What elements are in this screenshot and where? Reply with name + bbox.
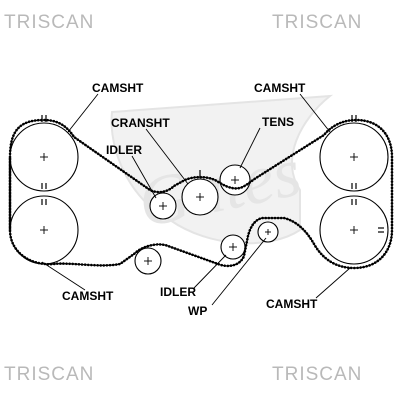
pulley-idler-lower [134,247,162,275]
watermark-bottom-right: TRISCAN [272,364,363,385]
leader-idler-upper [131,155,157,199]
leader-cransht [145,128,189,185]
leader-idler-lower [193,254,227,289]
pulley-idler-upper [149,192,177,220]
label-camsht-top-right: CAMSHT [254,81,306,95]
pulley-tensioner [219,164,251,196]
watermark-top-right: TRISCAN [272,12,363,33]
leader-camsht-top-right [299,93,331,133]
label-wp: WP [188,304,207,318]
pulley-camshaft-top-left [9,115,79,192]
label-cransht: CRANSHT [111,116,170,130]
label-camsht-top-left: CAMSHT [92,81,144,95]
timing-belt [8,118,394,270]
leader-tens [239,127,261,169]
pulley-crankshaft [181,170,219,216]
leader-camsht-top-left [67,93,99,133]
label-camsht-bottom-right: CAMSHT [266,297,318,311]
pulley-small-right [257,221,279,243]
label-camsht-bottom-left: CAMSHT [62,289,114,303]
pulley-camshaft-bottom-right [319,195,389,265]
pulley-camshaft-top-right [319,115,389,192]
watermark-bottom-left: TRISCAN [4,364,95,385]
leader-wp [211,237,267,306]
label-idler-upper: IDLER [106,143,142,157]
leader-camsht-bottom-right [315,267,351,299]
watermark-top-left: TRISCAN [4,12,95,33]
pulley-water-pump [220,234,246,260]
label-idler-lower: IDLER [160,285,196,299]
label-tens: TENS [262,115,294,129]
leader-camsht-bottom-left [41,261,86,291]
